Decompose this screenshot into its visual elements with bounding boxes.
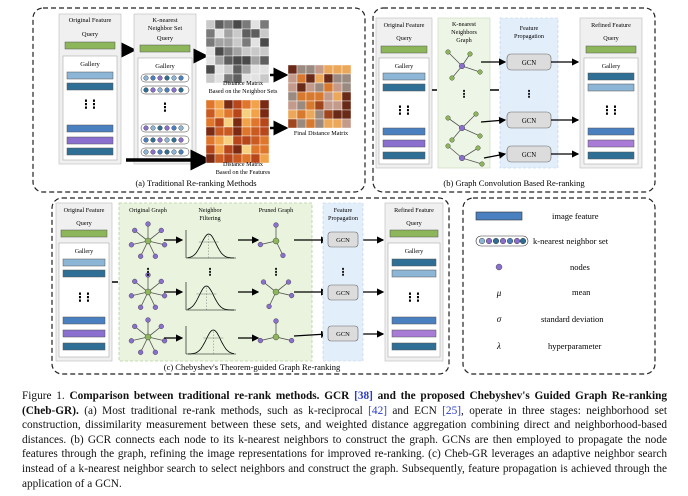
svg-text:⁝: ⁝	[341, 265, 345, 279]
caption-text-1: (a) Most traditional re-rank methods, su…	[84, 404, 363, 417]
c-refined-feature-label: Refined Feature	[394, 207, 434, 214]
legend-node-swatch	[495, 263, 503, 271]
a-gallery-label: Gallery	[80, 61, 100, 68]
c-original-graph-label: Original Graph	[129, 207, 168, 214]
caption-ref-ecn[interactable]: [25]	[442, 404, 461, 417]
figure-caption: Figure 1. Comparison between traditional…	[22, 389, 667, 491]
svg-text:⁝: ⁝	[527, 87, 531, 101]
svg-text:Neighbor Set: Neighbor Set	[148, 25, 183, 32]
svg-text:⁝ ⁝: ⁝ ⁝	[398, 104, 410, 119]
caption-bold-2: and the proposed Chebyshev's Guided Grap…	[22, 390, 668, 417]
svg-text:⁝: ⁝	[163, 101, 167, 116]
panel-a-frame	[32, 7, 366, 193]
caption-text-2: and ECN	[392, 404, 437, 417]
c-gcn-label-1: GCN	[336, 237, 350, 244]
c-pruned-graph-label: Pruned Graph	[259, 207, 294, 214]
caption-ref-krec[interactable]: [42]	[368, 404, 387, 417]
a-neighbor-distance-matrix	[205, 19, 270, 84]
svg-text:⁝: ⁝	[146, 265, 150, 279]
legend-std-label: standard deviation	[541, 314, 604, 324]
b-refined-feature-label: Refined Feature	[591, 22, 631, 29]
caption-ref-gcr[interactable]: [38]	[354, 390, 373, 402]
legend-image-feature-label: image feature	[552, 211, 599, 221]
svg-text:Propagation: Propagation	[328, 215, 358, 222]
c-refined-gallery-label: Gallery	[405, 248, 424, 255]
c-gcn-box-1	[327, 231, 359, 248]
b-propagation-panel	[499, 17, 559, 169]
c-feature-propagation-label: Feature	[334, 207, 353, 214]
c-refined-query-label: Query	[406, 220, 422, 227]
legend-mean-label: mean	[572, 287, 591, 297]
panel-b-title: (b) Graph Convolution Based Re-ranking	[443, 178, 585, 188]
caption-lead: Figure 1.	[22, 390, 65, 402]
b-refined-gallery-label: Gallery	[602, 63, 621, 70]
legend-knn-label: k-nearest neighbor set	[533, 236, 609, 246]
svg-text:Neighbors: Neighbors	[451, 29, 477, 36]
a-knn-query-label: Query	[157, 35, 174, 42]
a-final-label: Final Distance Matrix	[294, 130, 349, 137]
panel-a-title: (a) Traditional Re-ranking Methods	[135, 178, 256, 188]
legend-frame	[462, 197, 656, 375]
svg-text:⁝ ⁝: ⁝ ⁝	[605, 104, 617, 119]
legend-mu-symbol: μ	[496, 288, 502, 298]
svg-text:⁝: ⁝	[462, 87, 466, 101]
c-gcn-label-2: GCN	[336, 290, 350, 297]
a-dist-neighbor-label-2: Based on the Neighbor Sets	[209, 88, 278, 95]
c-gallery-label: Gallery	[75, 248, 94, 255]
a-knn-gallery-label: Gallery	[155, 63, 175, 70]
svg-text:⁝: ⁝	[274, 265, 278, 279]
a-dist-feature-label-1: Distance Matrix	[223, 161, 264, 168]
b-original-feature-label: Original Feature	[384, 22, 425, 29]
c-neighbor-filtering-label: Neighbor	[198, 207, 221, 214]
a-final-distance-matrix	[287, 64, 352, 129]
svg-text:⁝ ⁝: ⁝ ⁝	[78, 291, 90, 306]
c-gcn-box-2	[327, 284, 359, 301]
b-knn-graph-label: K-nearest	[452, 21, 476, 28]
legend-sigma-symbol: σ	[497, 314, 502, 324]
c-query-label: Query	[76, 220, 92, 227]
caption-text-3: , operate in three stages: neighborhood …	[22, 404, 667, 490]
a-query-label: Query	[82, 31, 99, 38]
panel-b-frame	[372, 7, 656, 193]
svg-text:⁝: ⁝	[208, 265, 212, 279]
b-refined-query-label: Query	[603, 35, 619, 42]
a-original-feature-label: Original Feature	[69, 17, 112, 24]
svg-text:Filtering: Filtering	[199, 215, 220, 222]
panel-c-title: (c) Chebyshev's Theorem-guided Graph Re-…	[164, 362, 341, 372]
svg-text:⁝ ⁝: ⁝ ⁝	[408, 291, 420, 306]
c-gcn-label-3: GCN	[336, 331, 350, 338]
svg-text:Propagation: Propagation	[514, 33, 544, 40]
svg-text:Graph: Graph	[456, 37, 472, 44]
b-gcn-label-1: GCN	[522, 60, 536, 67]
panel-c-frame	[51, 197, 450, 375]
c-original-feature-label: Original Feature	[64, 207, 105, 214]
legend-hyper-label: hyperparameter	[548, 341, 601, 351]
a-knn-title: K-nearest	[152, 17, 177, 24]
b-feature-propagation-label: Feature	[520, 25, 539, 32]
a-dist-feature-label-2: Based on the Features	[216, 169, 271, 176]
c-gcn-box-3	[327, 325, 359, 342]
b-query-label: Query	[396, 35, 412, 42]
legend-image-feature-swatch	[475, 211, 523, 221]
a-query-feature	[64, 41, 116, 50]
caption-bold-1: Comparison between traditional re-rank m…	[69, 390, 350, 402]
a-dist-neighbor-label-1: Distance Matrix	[223, 80, 264, 87]
b-gcn-label-2: GCN	[522, 118, 536, 125]
legend-nodes-label: nodes	[570, 262, 590, 272]
a-feature-distance-matrix	[205, 99, 270, 164]
b-gcn-label-3: GCN	[522, 152, 536, 159]
svg-text:⁝ ⁝: ⁝ ⁝	[84, 98, 96, 113]
b-gallery-label: Gallery	[395, 63, 414, 70]
legend-lambda-symbol: λ	[496, 341, 501, 351]
